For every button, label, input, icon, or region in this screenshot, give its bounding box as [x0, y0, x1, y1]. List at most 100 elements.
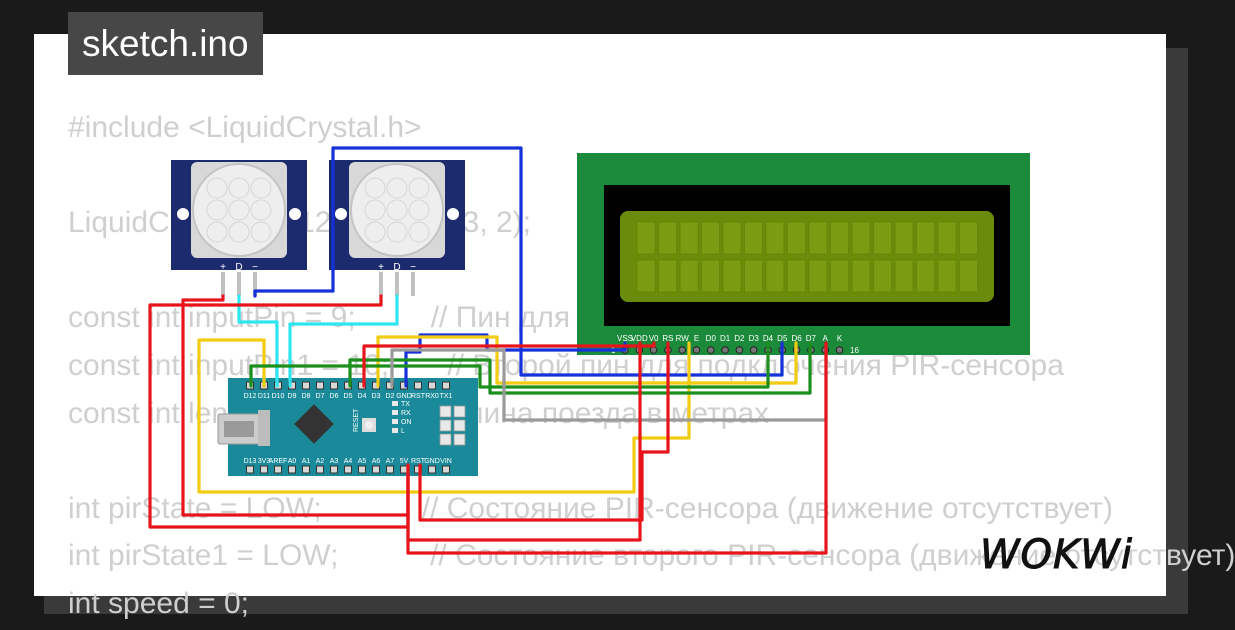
- lcd-cell: [894, 259, 914, 293]
- lcd-pin[interactable]: [692, 346, 701, 354]
- lcd-pin[interactable]: [749, 346, 758, 354]
- lcd-cell: [787, 259, 806, 293]
- pir-lens-facet: [408, 199, 430, 221]
- status-led: [392, 419, 398, 424]
- lcd-cell: [830, 259, 849, 293]
- lcd-pin-label: D6: [791, 334, 802, 343]
- pir-sensor-2[interactable]: +D−: [329, 160, 465, 296]
- lcd-cell: [830, 221, 849, 255]
- arduino-top-pin[interactable]: [316, 381, 324, 390]
- arduino-bottom-pin[interactable]: [288, 465, 296, 474]
- pir-dome: [192, 163, 286, 257]
- pir-lens-facet: [250, 177, 272, 199]
- file-tab[interactable]: sketch.ino: [68, 12, 263, 75]
- icsp-pin[interactable]: [439, 433, 452, 446]
- arduino-top-pin-label: TX1: [440, 393, 453, 400]
- lcd-pin[interactable]: [735, 346, 744, 354]
- arduino-bottom-pin[interactable]: [246, 465, 254, 474]
- arduino-bottom-pin-label: A6: [372, 458, 381, 465]
- lcd-pin-label: RS: [662, 334, 673, 343]
- pir-lens-facet: [206, 221, 228, 243]
- code-line: int pirState1 = LOW; // Состояние второг…: [68, 539, 1235, 573]
- arduino-bottom-pin-label: A2: [316, 458, 325, 465]
- wire-red-3[interactable]: [362, 341, 656, 388]
- pir-pin[interactable]: [411, 272, 415, 296]
- arduino-bottom-pin[interactable]: [386, 465, 394, 474]
- arduino-bottom-pin-label: A7: [386, 458, 395, 465]
- icsp-pin[interactable]: [453, 419, 466, 432]
- wire-green-1[interactable]: [249, 341, 770, 389]
- lcd-pin[interactable]: [649, 346, 658, 354]
- lcd-cell: [701, 221, 720, 255]
- arduino-bottom-pin-label: A3: [330, 458, 339, 465]
- pir-pin[interactable]: [221, 272, 225, 296]
- lcd-pin[interactable]: [678, 346, 687, 354]
- icsp-pin[interactable]: [439, 405, 452, 418]
- status-led-label: ON: [401, 419, 412, 426]
- arduino-bottom-pin[interactable]: [428, 465, 436, 474]
- wire-red-5[interactable]: [406, 341, 642, 542]
- arduino-top-pin[interactable]: [302, 381, 310, 390]
- arduino-bottom-pin[interactable]: [330, 465, 338, 474]
- usb-shield: [258, 410, 270, 446]
- arduino-bottom-pin-label: A1: [302, 458, 311, 465]
- arduino-top-pin[interactable]: [414, 381, 422, 390]
- pir-lens-facet: [364, 221, 386, 243]
- pir-pin[interactable]: [379, 272, 383, 296]
- wire-blue-2[interactable]: [404, 333, 627, 388]
- arduino-bottom-pin[interactable]: [260, 465, 268, 474]
- wire-yellow-1[interactable]: [197, 338, 691, 494]
- wire-cyan-1[interactable]: [237, 294, 279, 388]
- lcd-pin[interactable]: [721, 346, 729, 354]
- pir-lens-facet: [386, 199, 408, 221]
- arduino-bottom-pin[interactable]: [302, 465, 310, 474]
- lcd-pin[interactable]: [707, 346, 715, 354]
- arduino-bottom-pin[interactable]: [372, 465, 380, 474]
- wire-red-6[interactable]: [418, 341, 670, 522]
- lcd-cell: [808, 221, 828, 255]
- status-led-label: TX: [401, 401, 410, 408]
- pir-lens-facet: [228, 177, 250, 199]
- lcd-cell: [959, 221, 978, 255]
- lcd-pin-label: D7: [806, 334, 817, 343]
- arduino-top-pin-label: D9: [288, 393, 297, 400]
- pir-lens-facet: [228, 199, 250, 221]
- pir-lens-facet: [408, 177, 430, 199]
- lcd-pin-label: D4: [763, 334, 774, 343]
- arduino-top-pin[interactable]: [428, 381, 436, 390]
- arduino-top-pin[interactable]: [442, 381, 450, 390]
- status-led: [392, 410, 398, 415]
- status-led: [392, 401, 398, 406]
- wire-cyan-2[interactable]: [288, 294, 399, 388]
- icsp-pin[interactable]: [453, 405, 466, 418]
- lcd-cell: [851, 259, 871, 293]
- arduino-bottom-pin[interactable]: [316, 465, 324, 474]
- lcd-cell: [937, 259, 957, 293]
- arduino-bottom-pin[interactable]: [274, 465, 282, 474]
- arduino-bottom-pin[interactable]: [344, 465, 352, 474]
- arduino-top-pin[interactable]: [330, 381, 338, 390]
- lcd-cell: [722, 259, 742, 293]
- pir-dome: [350, 163, 444, 257]
- arduino-bottom-pin-label: AREF: [269, 458, 288, 465]
- icsp-pin[interactable]: [439, 419, 452, 432]
- lcd-pin[interactable]: [835, 346, 844, 354]
- arduino-bottom-pin-label: GND: [424, 458, 440, 465]
- arduino-bottom-pin[interactable]: [442, 465, 450, 474]
- pir-pin[interactable]: [237, 272, 241, 296]
- code-line: int pirState = LOW; // Состояние PIR-сен…: [68, 491, 1113, 525]
- pir-sensor-1[interactable]: +D−: [171, 160, 307, 296]
- wire-green-2[interactable]: [348, 341, 812, 395]
- lcd-cell: [765, 221, 785, 255]
- reset-label: RESET: [353, 408, 360, 432]
- wire-blue-1[interactable]: [253, 146, 784, 377]
- lcd-pin-label: RW: [676, 334, 690, 343]
- arduino-bottom-pin[interactable]: [358, 465, 366, 474]
- lcd-pin-end: 16: [850, 346, 859, 355]
- pir-pin[interactable]: [395, 272, 399, 296]
- icsp-pin[interactable]: [453, 433, 466, 446]
- pir-pin[interactable]: [253, 272, 257, 296]
